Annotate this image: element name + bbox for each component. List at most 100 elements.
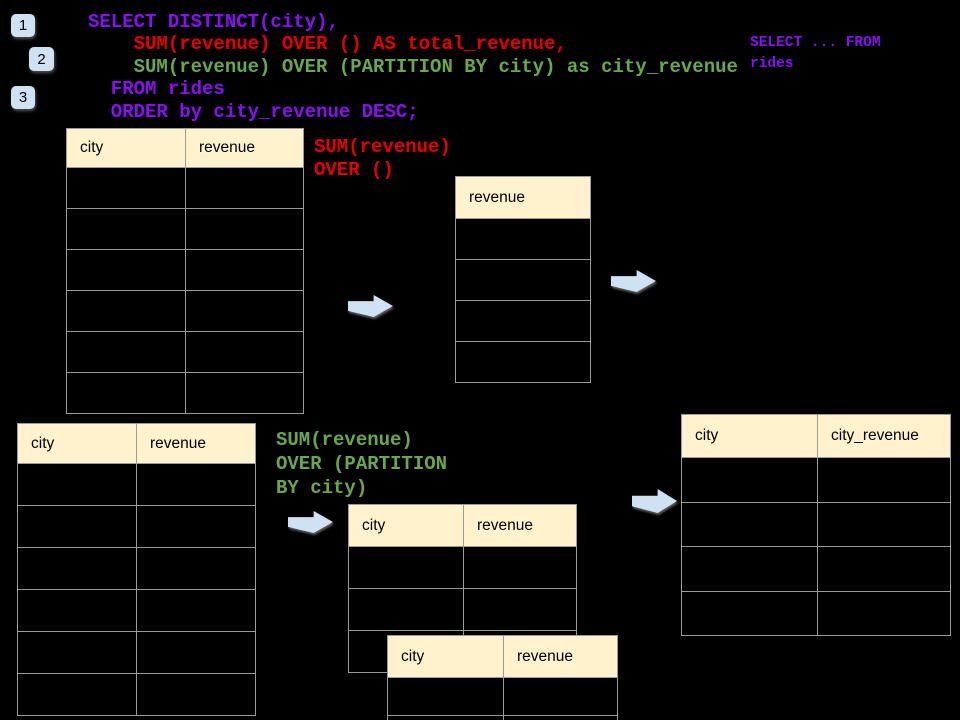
arrow-right-icon <box>288 511 333 533</box>
column-header-revenue: revenue <box>136 423 256 464</box>
column-header-city: city <box>681 414 818 458</box>
table-source-bottom: city revenue <box>17 423 256 716</box>
annotation-partition-line-3: BY city) <box>276 477 368 499</box>
arrow-right-icon <box>632 489 677 513</box>
column-header-revenue: revenue <box>463 504 577 547</box>
annotation-partition-line-1: SUM(revenue) <box>276 429 413 451</box>
table-row <box>66 249 304 291</box>
annotation-total-line-2: OVER () <box>314 159 394 181</box>
table-source-top: city revenue <box>66 128 304 414</box>
table-row <box>681 590 951 636</box>
sql-line-sum-partition: SUM(revenue) OVER (PARTITION BY city) as… <box>88 55 738 78</box>
annotation-total-line-1: SUM(revenue) <box>314 136 451 158</box>
table-cell <box>348 546 464 589</box>
table-cell <box>66 208 186 250</box>
table-cell <box>185 208 304 250</box>
table-cell <box>185 167 304 209</box>
table-row <box>455 341 591 383</box>
table-row <box>455 218 591 260</box>
flow-arrow-right-icon <box>348 295 393 317</box>
table-cell <box>817 546 951 592</box>
table-cell <box>387 715 504 720</box>
table-cell <box>17 463 137 506</box>
table-cell <box>17 673 137 716</box>
table-cell <box>455 300 591 342</box>
column-header-city: city <box>17 423 137 464</box>
table-cell <box>17 547 137 590</box>
table-cell <box>66 372 186 414</box>
table-row <box>681 457 951 503</box>
table-total-revenue: revenue <box>455 176 591 383</box>
annotation-sum-over: SUM(revenue) OVER () <box>314 136 451 182</box>
step-badge-2: 2 <box>29 47 54 71</box>
table-row <box>17 463 256 506</box>
table-row <box>681 501 951 547</box>
annotation-partition-line-2: OVER (PARTITION <box>276 453 448 475</box>
column-header-revenue: revenue <box>185 128 304 168</box>
table-cell <box>136 463 256 506</box>
table-cell <box>681 590 818 636</box>
table-cell <box>681 546 818 592</box>
sql-line-order: ORDER by city_revenue DESC; <box>88 100 419 123</box>
table-cell <box>17 505 137 548</box>
table-cell <box>817 501 951 547</box>
table-row <box>681 546 951 592</box>
table-cell <box>66 331 186 373</box>
column-header-revenue: revenue <box>503 635 618 678</box>
table-row <box>387 715 618 720</box>
table-row <box>66 208 304 250</box>
table-row <box>17 631 256 674</box>
table-cell <box>387 677 504 716</box>
flow-arrow-right-icon <box>611 270 656 292</box>
table-result-city-revenue: city city_revenue <box>681 414 951 636</box>
side-note-select-from: SELECT ... FROM rides <box>750 33 881 75</box>
table-cell <box>463 546 577 589</box>
table-row <box>66 290 304 332</box>
table-cell <box>348 588 464 631</box>
table-cell <box>817 457 951 503</box>
table-row <box>17 505 256 548</box>
table-row <box>348 546 577 589</box>
table-cell <box>136 589 256 632</box>
table-cell <box>455 259 591 301</box>
flow-arrow-right-icon <box>632 489 677 513</box>
table-cell <box>681 501 818 547</box>
sql-line-sum-over: SUM(revenue) OVER () AS total_revenue, <box>88 33 567 56</box>
table-cell <box>185 249 304 291</box>
table-cell <box>17 589 137 632</box>
column-header-revenue: revenue <box>455 176 591 219</box>
sql-line-select: SELECT DISTINCT(city), <box>88 11 339 33</box>
table-cell <box>817 590 951 636</box>
table-cell <box>463 588 577 631</box>
arrow-right-icon <box>611 270 656 292</box>
table-row <box>17 589 256 632</box>
column-header-city: city <box>348 504 464 547</box>
table-cell <box>66 167 186 209</box>
table-row <box>455 300 591 342</box>
table-row <box>66 331 304 373</box>
flow-arrow-right-icon <box>288 511 333 533</box>
annotation-sum-partition: SUM(revenue) OVER (PARTITION BY city) <box>276 428 447 500</box>
table-cell <box>136 505 256 548</box>
table-partition-overlay: city revenue <box>387 635 618 720</box>
column-header-city-revenue: city_revenue <box>817 414 951 458</box>
step-badge-3: 3 <box>11 86 35 109</box>
table-cell <box>503 677 618 716</box>
sql-line-from: FROM rides <box>88 78 225 101</box>
column-header-city: city <box>387 635 504 678</box>
step-badge-1: 1 <box>11 14 35 37</box>
table-row <box>17 547 256 590</box>
table-cell <box>503 715 618 720</box>
sql-code-block: SELECT DISTINCT(city), SUM(revenue) OVER… <box>88 11 738 123</box>
table-cell <box>136 547 256 590</box>
table-cell <box>136 673 256 716</box>
arrow-right-icon <box>348 295 393 317</box>
table-row <box>66 167 304 209</box>
table-cell <box>681 457 818 503</box>
table-cell <box>66 249 186 291</box>
table-cell <box>185 372 304 414</box>
side-note-line-2: rides <box>750 56 794 72</box>
table-row <box>17 673 256 716</box>
table-row <box>455 259 591 301</box>
